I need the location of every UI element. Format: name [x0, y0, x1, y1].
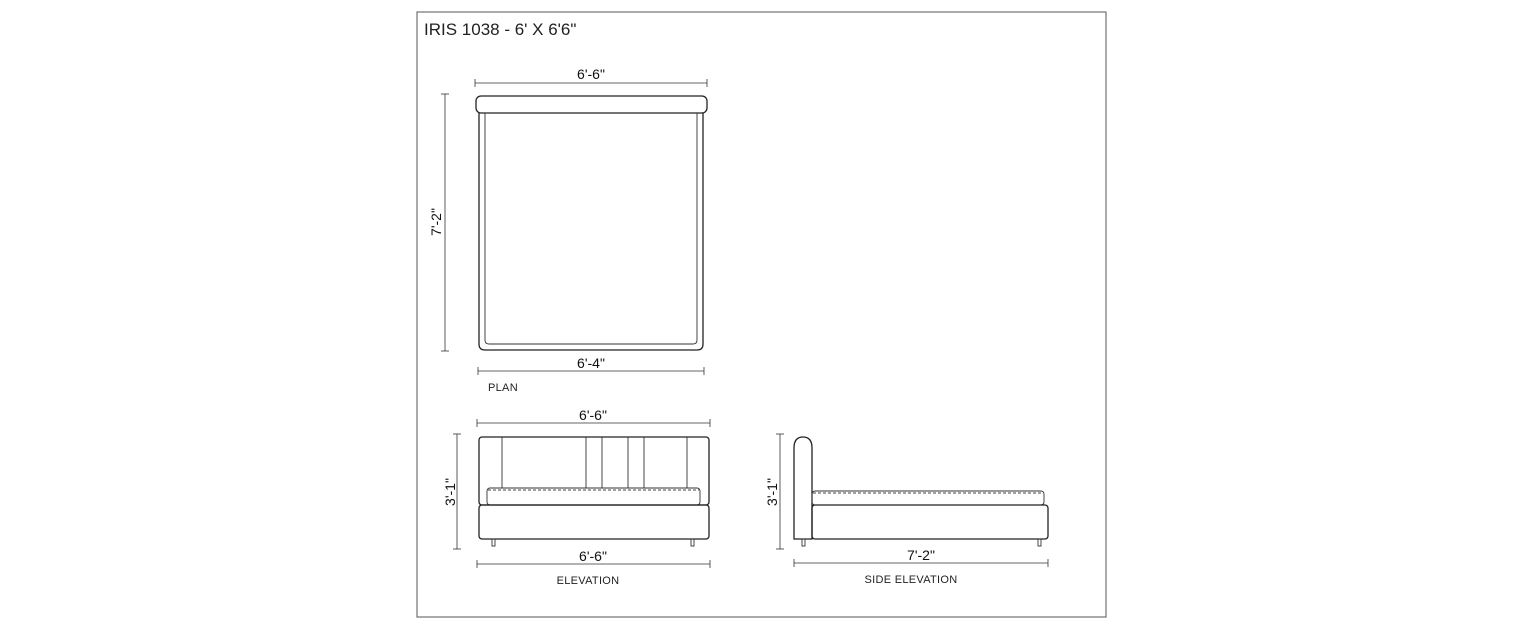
- elevation-height-dimension: 3'-1": [442, 478, 458, 506]
- sheet-border: [416, 11, 1107, 618]
- elevation-top-width-dimension: 6'-6": [579, 407, 607, 423]
- elevation-bottom-width-dimension: 6'-6": [579, 548, 607, 564]
- side-elevation-view: 3'-1" 7'-2" SIDE ELEVATION: [764, 433, 1049, 586]
- plan-top-width-dimension: 6'-6": [577, 66, 605, 82]
- side-length-dimension: 7'-2": [907, 547, 935, 563]
- side-elevation-label: SIDE ELEVATION: [864, 574, 957, 586]
- plan-label: PLAN: [488, 382, 518, 394]
- side-base: [811, 504, 1049, 540]
- side-headboard: [793, 436, 813, 540]
- elevation-mattress: [486, 487, 701, 506]
- plan-mattress: [484, 113, 698, 345]
- plan-view: 6'-6" 7'-2" 6'-4" PLAN: [428, 66, 708, 394]
- side-leg-right: [1037, 538, 1042, 547]
- side-height-dimension: 3'-1": [764, 478, 780, 506]
- elevation-view: 6'-6" 3'-1" 6'-6" ELEVATION: [442, 407, 711, 587]
- elevation-label: ELEVATION: [557, 575, 620, 587]
- elevation-leg-right: [690, 538, 695, 547]
- plan-bottom-width-dimension: 6'-4": [577, 355, 605, 371]
- plan-length-dimension: 7'-2": [428, 208, 444, 236]
- drawing-title: IRIS 1038 - 6' X 6'6": [424, 20, 576, 39]
- plan-headboard: [475, 95, 708, 114]
- elevation-base: [478, 504, 710, 540]
- elevation-leg-left: [491, 538, 496, 547]
- side-leg-left: [801, 538, 806, 547]
- plan-bed-frame: [478, 113, 704, 351]
- elevation-headboard: [478, 436, 710, 506]
